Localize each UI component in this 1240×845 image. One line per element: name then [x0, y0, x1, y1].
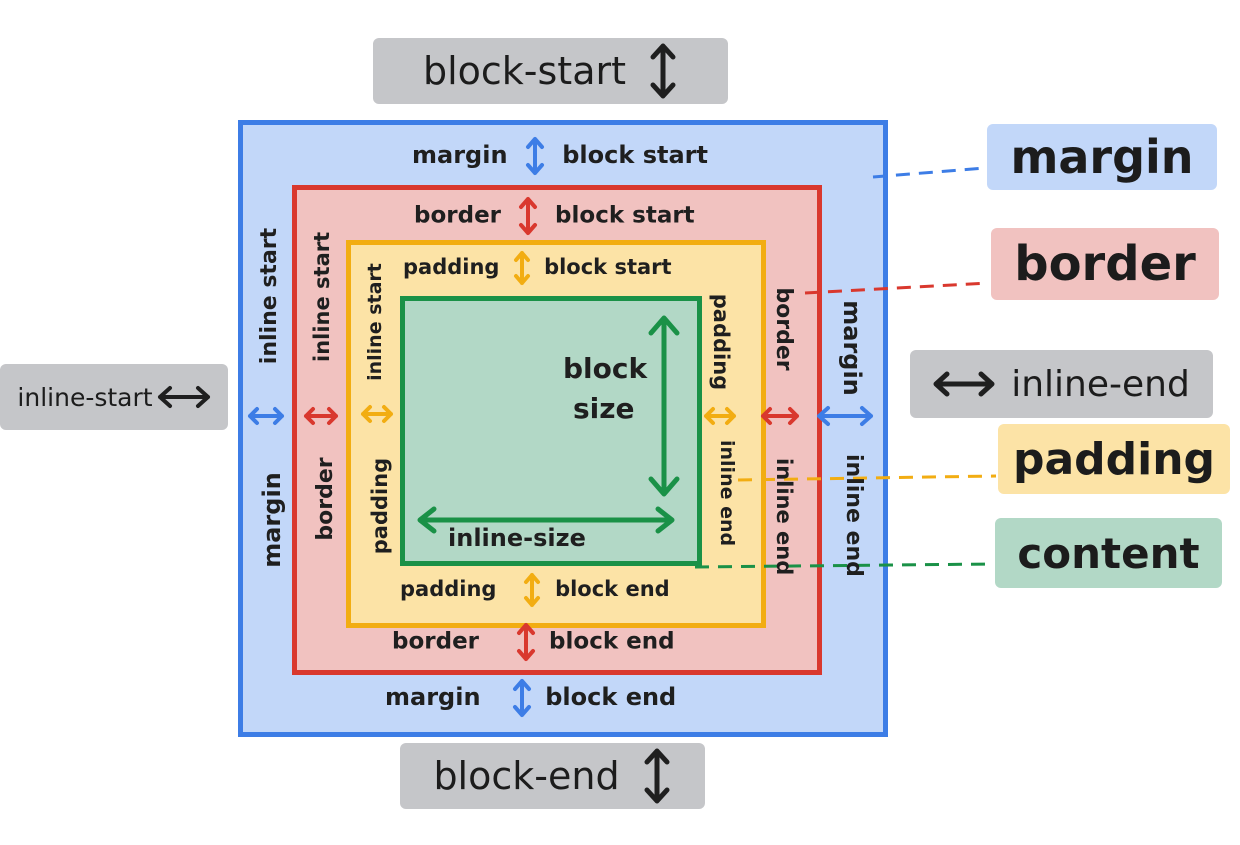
border-block-end-side: block end [549, 628, 675, 655]
margin-block-start-word: margin [412, 141, 508, 169]
block-size-arrow-icon [648, 315, 680, 497]
margin-horizontal-arrow-icon [248, 407, 284, 425]
legend-border: border [991, 228, 1219, 300]
inline-start-chip-label: inline-start [17, 382, 153, 412]
inline-size-arrow-icon [417, 506, 675, 534]
margin-vertical-arrow-icon [512, 679, 531, 717]
padding-inline-start-side: inline start [364, 263, 386, 381]
legend-content: content [995, 518, 1222, 588]
content-inline-size: inline-size [448, 524, 586, 552]
margin-inline-start-word: margin [258, 472, 286, 568]
block-start-chip: block-start [373, 38, 728, 104]
inline-start-chip: inline-start [0, 364, 228, 430]
padding-vertical-arrow-icon [523, 573, 540, 607]
border-block-start-word: border [414, 202, 502, 229]
padding-horizontal-arrow-icon [704, 407, 736, 425]
padding-block-start: padding block start [403, 250, 672, 286]
padding-inline-end-side: inline end [716, 440, 738, 547]
padding-block-end-side: block end [555, 577, 670, 601]
legend-content-label: content [1017, 528, 1200, 578]
inline-end-chip: inline-end [910, 350, 1213, 418]
legend-margin: margin [987, 124, 1217, 190]
border-block-start-side: block start [555, 202, 695, 229]
margin-block-start-side: block start [562, 141, 708, 169]
border-horizontal-arrow-icon [761, 407, 799, 425]
border-vertical-arrow-icon [517, 623, 536, 661]
margin-block-end-word: margin [385, 683, 481, 711]
margin-inline-end-word: margin [838, 300, 866, 396]
margin-leader-line [872, 166, 986, 179]
margin-block-end: margin block end [385, 678, 676, 718]
content-block-word: block [563, 352, 648, 385]
padding-block-start-side: block start [544, 255, 672, 279]
legend-padding-label: padding [1012, 433, 1216, 485]
content-leader-line [694, 562, 994, 569]
border-horizontal-arrow-icon [304, 407, 338, 425]
border-block-end-word: border [392, 628, 480, 655]
padding-horizontal-arrow-icon [361, 405, 393, 423]
border-block-end: border block end [392, 622, 675, 662]
block-start-chip-label: block-start [422, 49, 627, 93]
padding-inline-start-word: padding [368, 457, 392, 555]
border-inline-start-side: inline start [310, 231, 334, 362]
margin-block-start: margin block start [412, 136, 708, 176]
horizontal-double-arrow-icon [157, 386, 210, 408]
border-inline-end-word: border [771, 287, 796, 371]
padding-inline-end-word: padding [709, 293, 733, 391]
vertical-double-arrow-icon [644, 748, 670, 804]
block-end-chip: block-end [400, 743, 705, 809]
margin-horizontal-arrow-icon [817, 406, 873, 426]
margin-block-end-side: block end [545, 683, 677, 711]
legend-padding: padding [998, 424, 1230, 494]
margin-vertical-arrow-icon [525, 137, 544, 175]
legend-border-label: border [1014, 236, 1196, 292]
padding-leader-line [737, 474, 997, 482]
border-inline-start-word: border [313, 457, 338, 541]
padding-block-start-word: padding [403, 255, 500, 279]
content-size-word: size [573, 392, 635, 425]
horizontal-double-arrow-icon [933, 371, 995, 397]
block-end-chip-label: block-end [433, 754, 620, 798]
legend-margin-label: margin [1010, 130, 1194, 184]
border-leader-line [804, 281, 989, 295]
margin-inline-start-side: inline start [257, 227, 282, 365]
padding-vertical-arrow-icon [513, 251, 530, 285]
border-block-start: border block start [414, 196, 695, 236]
padding-block-end-word: padding [400, 577, 497, 601]
border-inline-end-side: inline end [772, 458, 796, 576]
vertical-double-arrow-icon [650, 43, 676, 99]
inline-end-chip-label: inline-end [1011, 363, 1190, 405]
padding-block-end: padding block end [400, 572, 670, 608]
border-vertical-arrow-icon [519, 197, 538, 235]
margin-inline-end-side: inline end [841, 454, 866, 577]
